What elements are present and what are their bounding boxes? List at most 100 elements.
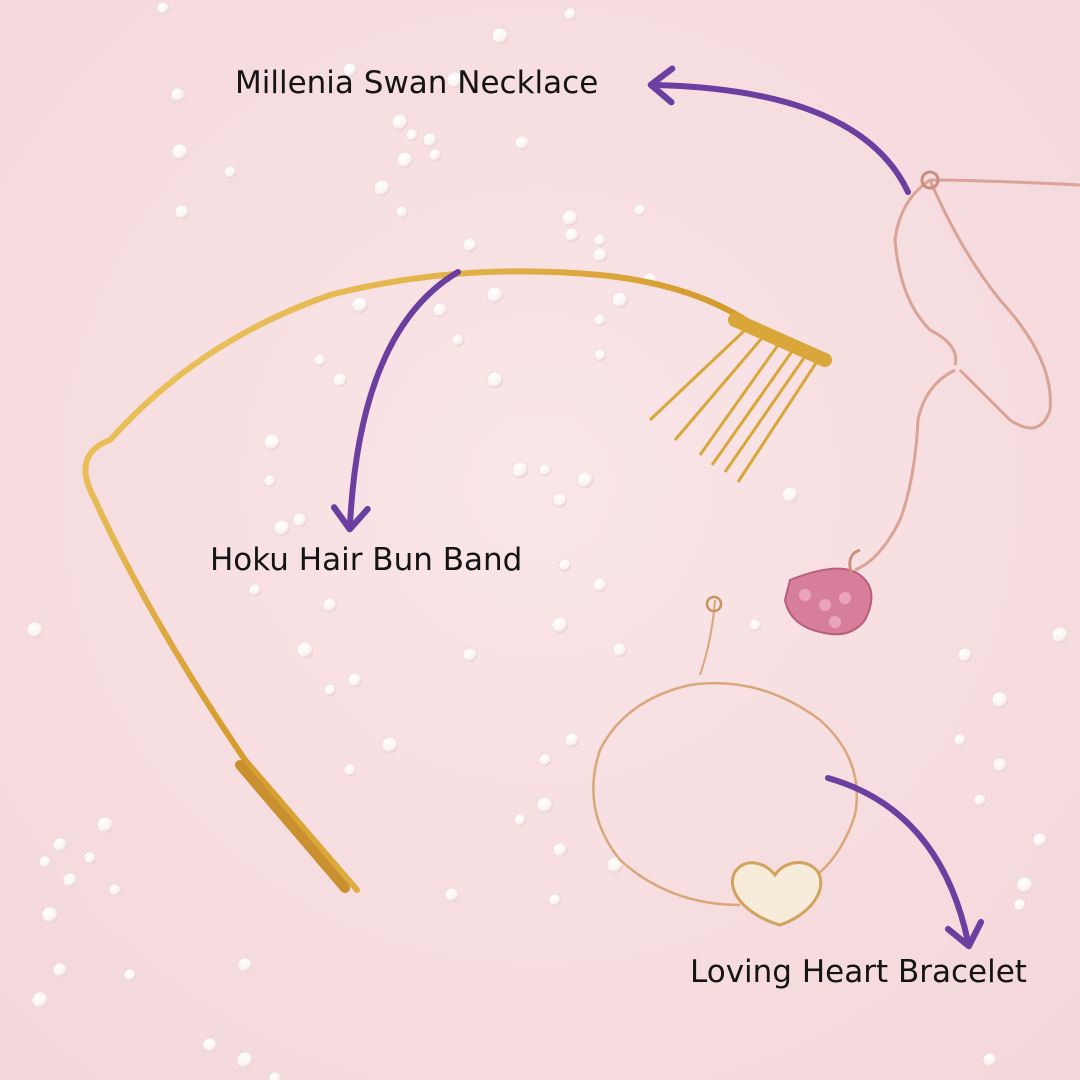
pearl	[273, 519, 291, 537]
pearl	[612, 642, 628, 658]
pearl	[462, 647, 478, 663]
pearl	[83, 851, 97, 865]
pearl	[462, 237, 478, 253]
pearl	[564, 732, 580, 748]
pearl	[332, 372, 348, 388]
pearl	[432, 302, 448, 318]
pearl	[123, 968, 137, 982]
scattered-pearls	[26, 1, 1069, 1080]
swan-necklace	[783, 170, 1080, 636]
pearl	[373, 179, 391, 197]
pearl	[536, 796, 554, 814]
pearl	[26, 621, 44, 639]
pearl	[1032, 832, 1048, 848]
pearl	[170, 87, 186, 103]
pearl	[538, 463, 552, 477]
pearl	[611, 291, 629, 309]
pearl	[52, 962, 68, 978]
pearl	[268, 1071, 282, 1080]
pearl	[31, 991, 49, 1009]
pearl	[322, 597, 338, 613]
pearl	[513, 813, 527, 827]
pearl	[973, 793, 987, 807]
pearl	[563, 7, 577, 21]
pearl	[593, 233, 607, 247]
necklace-label: Millenia Swan Necklace	[235, 65, 599, 101]
pearl	[781, 486, 799, 504]
pearl	[174, 204, 190, 220]
pearl	[223, 165, 237, 179]
pearl	[323, 683, 337, 697]
pearl	[592, 577, 608, 593]
pearl	[347, 672, 363, 688]
pearl	[236, 1051, 254, 1069]
pearl	[576, 471, 594, 489]
pearl	[446, 71, 464, 89]
pearl	[491, 27, 509, 45]
pearl	[171, 143, 189, 161]
pearl	[96, 816, 114, 834]
pearl	[514, 135, 530, 151]
pearl	[41, 906, 59, 924]
pearl	[108, 883, 122, 897]
pearl	[486, 371, 504, 389]
pearl	[957, 647, 973, 663]
pearl	[422, 132, 438, 148]
pearl	[552, 492, 568, 508]
pearl	[381, 736, 399, 754]
pearl	[953, 733, 967, 747]
pearl	[511, 461, 529, 479]
curved-arrow-icon	[825, 775, 985, 950]
pearl	[982, 1052, 998, 1068]
pearl	[248, 583, 262, 597]
pearl	[263, 474, 277, 488]
hair-band-label: Hoku Hair Bun Band	[210, 542, 523, 578]
curved-arrow-icon	[330, 269, 461, 533]
pearl	[351, 296, 369, 314]
pearl	[552, 842, 568, 858]
hair-comb	[648, 313, 832, 483]
pearl	[263, 433, 281, 451]
heart-charm	[730, 861, 823, 927]
pearl	[296, 641, 314, 659]
pearl	[38, 855, 52, 869]
pearl	[593, 313, 607, 327]
pearl	[538, 753, 552, 767]
bracelet-label: Loving Heart Bracelet	[690, 954, 1027, 990]
pearl	[991, 691, 1009, 709]
pearl	[391, 113, 409, 131]
pearl	[1016, 876, 1034, 894]
pearl	[405, 128, 419, 142]
pearl	[451, 333, 465, 347]
pearl	[593, 348, 607, 362]
curved-arrow-icon	[647, 65, 911, 195]
pearl	[444, 887, 460, 903]
pearl	[52, 837, 68, 853]
pearl	[992, 757, 1008, 773]
pearl	[592, 247, 608, 263]
pearl	[62, 872, 78, 888]
pearl	[202, 1037, 218, 1053]
pearl	[395, 205, 409, 219]
pearl	[428, 148, 442, 162]
pearl	[551, 616, 569, 634]
pearl	[237, 957, 253, 973]
swan-pendant	[783, 548, 873, 636]
pearl	[342, 62, 358, 78]
pearl	[1013, 898, 1027, 912]
pearl	[564, 227, 580, 243]
heart-bracelet	[592, 595, 859, 927]
pearl	[558, 558, 572, 572]
pearl	[606, 856, 624, 874]
pearl	[561, 209, 579, 227]
pearl	[748, 618, 762, 632]
pearl	[548, 893, 562, 907]
hair-bun-band	[82, 268, 832, 893]
pearl	[313, 353, 327, 367]
pearl	[343, 763, 357, 777]
pointer-arrows	[330, 65, 985, 950]
pearl	[633, 203, 647, 217]
